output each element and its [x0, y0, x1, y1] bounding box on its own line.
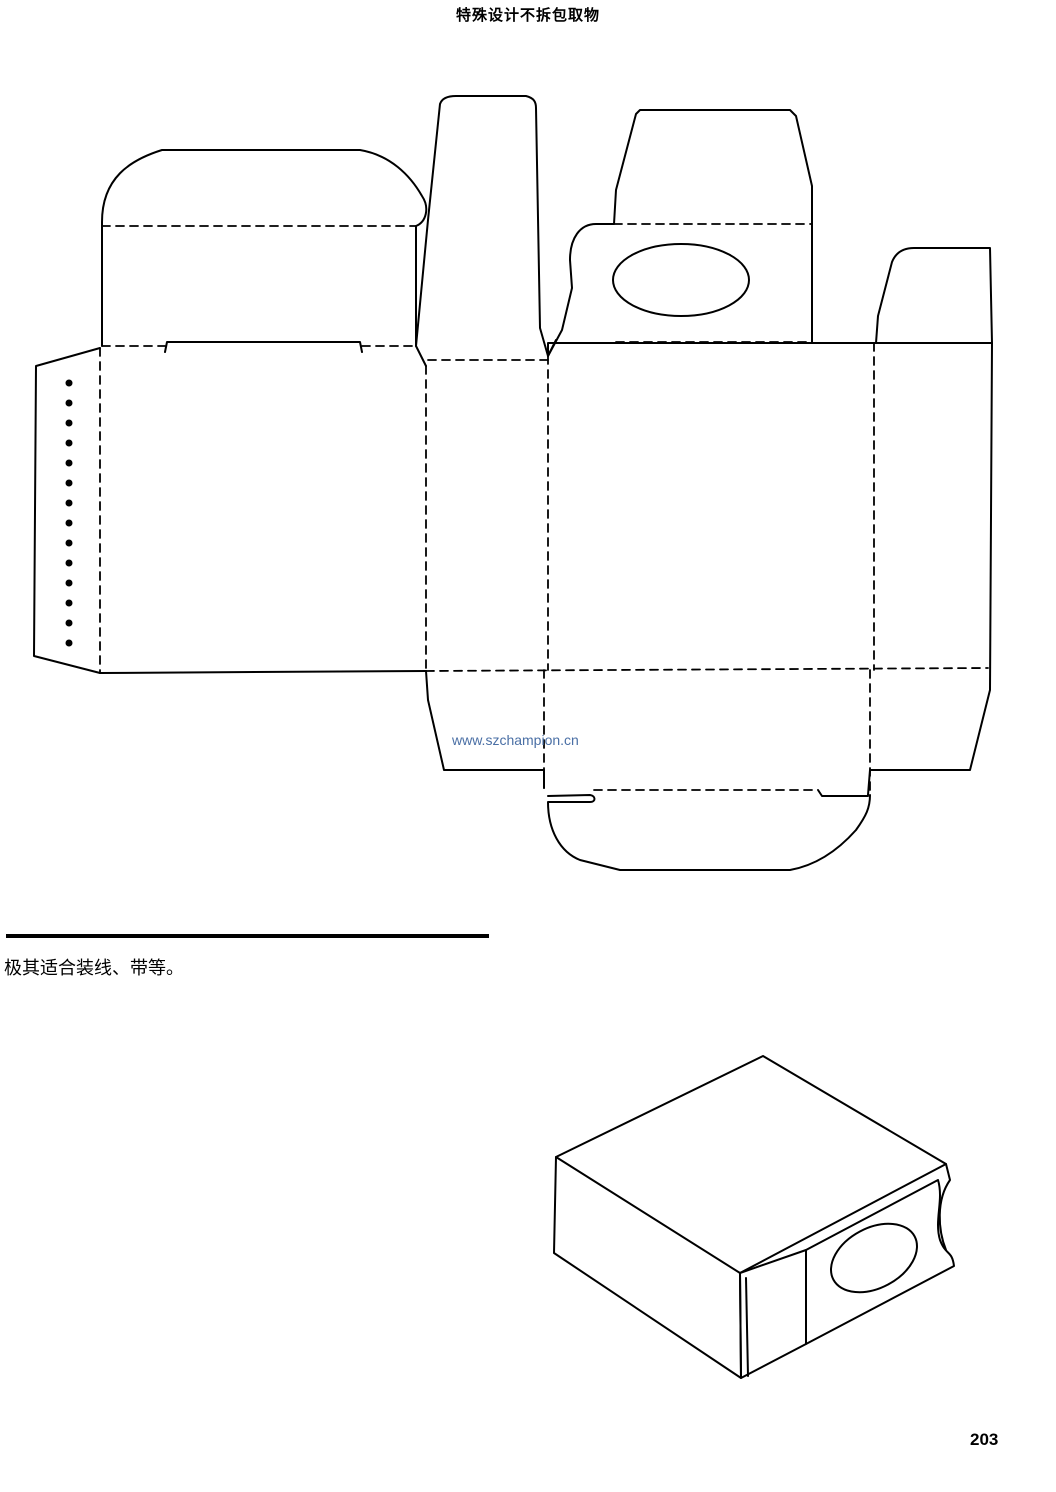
fold-lines [99, 223, 989, 796]
bottom-fold-notch [817, 789, 869, 797]
tuck-tab-notch [164, 341, 363, 353]
watermark: www.szchampion.cn [452, 732, 579, 748]
box-top-face [555, 1055, 947, 1274]
box-right-face-window-panel [805, 1179, 955, 1345]
page-title: 特殊设计不拆包取物 [455, 6, 600, 24]
box-dieline-diagram [33, 95, 993, 871]
dust-flap-right [875, 247, 993, 344]
box-front-inner-edge [745, 1277, 749, 1377]
bottom-tuck-flap [547, 794, 871, 871]
box-left-face [553, 1156, 742, 1379]
box-right-face [739, 1249, 807, 1379]
glue-flap [33, 347, 101, 674]
window-cutout-top [612, 243, 750, 317]
window-cutout-3d [830, 1222, 918, 1294]
top-tuck-flap-left [101, 149, 428, 347]
dust-flap-tall [415, 95, 557, 367]
panel-left-edge [99, 670, 427, 674]
glue-dots [65, 379, 73, 647]
caption-text: 极其适合装线、带等。 [4, 958, 184, 979]
window-flap-top [547, 109, 813, 357]
page-number: 203 [970, 1430, 999, 1449]
section-divider [6, 934, 489, 938]
box-edge-right [938, 1163, 951, 1251]
